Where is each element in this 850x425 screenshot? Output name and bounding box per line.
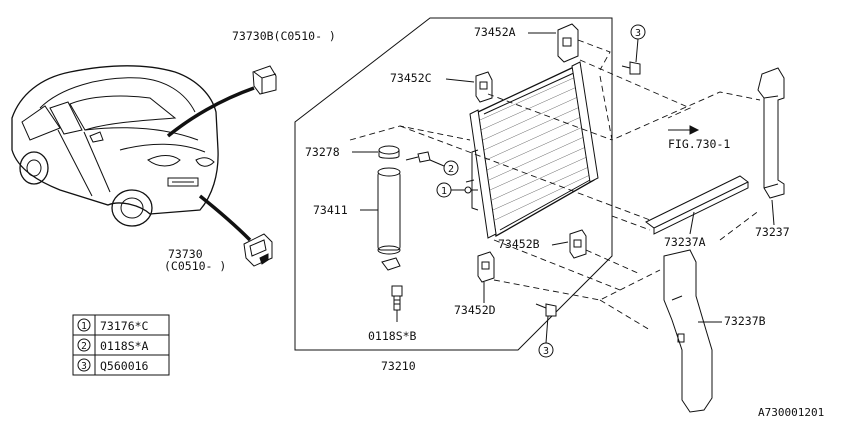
callout-73237a: 73237A xyxy=(664,235,706,249)
callout-73278: 73278 xyxy=(305,145,340,159)
callout-73452b: 73452B xyxy=(498,237,540,251)
bolt-q560016-top-icon xyxy=(621,61,641,75)
bracket-73452d-icon xyxy=(477,251,495,283)
callout-73411: 73411 xyxy=(313,203,348,217)
callout-73452a: 73452A xyxy=(474,25,516,39)
svg-text:2: 2 xyxy=(448,164,454,175)
bolt-q560016-bottom-icon xyxy=(535,303,557,317)
svg-text:73176*C: 73176*C xyxy=(100,319,149,333)
car-illustration xyxy=(11,65,219,227)
svg-text:2: 2 xyxy=(81,341,87,352)
condenser-icon xyxy=(465,61,599,239)
callout-0118s-b: 0118S*B xyxy=(368,329,417,343)
footer-code: A730001201 xyxy=(758,406,824,419)
connector-73730b-icon xyxy=(252,65,277,95)
legend-row: 1 73176*C xyxy=(77,318,149,333)
bracket-73452a-icon xyxy=(557,23,579,63)
callout-73730b: 73730B(C0510- ) xyxy=(232,29,336,43)
receiver-drier-icon xyxy=(377,145,403,322)
svg-text:0118S*A: 0118S*A xyxy=(100,339,149,353)
marker-1-icon: 1 xyxy=(436,182,452,198)
marker-2-icon: 2 xyxy=(443,160,459,176)
callout-73730: 73730 xyxy=(168,247,203,261)
callout-73237b: 73237B xyxy=(724,314,766,328)
legend-row: 2 0118S*A xyxy=(77,338,149,353)
air-guide-73237-icon xyxy=(757,67,785,199)
legend-row: 3 Q560016 xyxy=(77,358,149,373)
guide-lines xyxy=(349,39,761,331)
svg-text:3: 3 xyxy=(543,346,549,357)
svg-text:3: 3 xyxy=(81,361,87,372)
callout-73237: 73237 xyxy=(755,225,790,239)
connector-73730-icon xyxy=(243,233,273,267)
bolt-0118s-a-icon xyxy=(405,151,431,163)
svg-text:Q560016: Q560016 xyxy=(100,359,149,373)
legend-table: 1 73176*C 2 0118S*A 3 Q560016 xyxy=(72,314,170,376)
air-guide-73237b-icon xyxy=(663,249,713,413)
callout-73452d: 73452D xyxy=(454,303,496,317)
callout-73452c: 73452C xyxy=(390,71,432,85)
marker-3-bottom-icon: 3 xyxy=(538,342,554,358)
svg-text:3: 3 xyxy=(635,28,641,39)
air-guide-73237a-icon xyxy=(645,175,749,235)
svg-text:1: 1 xyxy=(81,321,87,332)
leader-73730b xyxy=(166,86,255,138)
bracket-73452b-icon xyxy=(569,229,587,259)
bracket-73452c-icon xyxy=(475,71,493,103)
marker-3-top-icon: 3 xyxy=(630,24,646,40)
assembly-frame xyxy=(294,17,613,351)
callout-73730-note: (C0510- ) xyxy=(164,259,226,273)
svg-text:1: 1 xyxy=(441,186,447,197)
callout-73210: 73210 xyxy=(381,359,416,373)
callout-fig-730-1: FIG.730-1 xyxy=(668,137,730,151)
leader-73730 xyxy=(198,194,252,242)
